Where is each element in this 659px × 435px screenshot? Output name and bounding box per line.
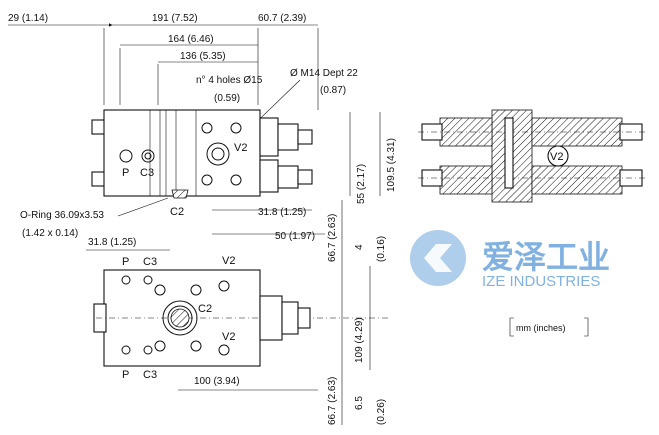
dim-holes: n° 4 holes Ø15	[196, 75, 263, 86]
dim-109: 109 (4.29)	[354, 317, 365, 363]
dim-66-7-b: 66.7 (2.63)	[327, 377, 338, 425]
section-port-v2: V2	[550, 151, 563, 163]
dim-136: 136 (5.35)	[180, 51, 226, 62]
dim-4: 4	[354, 244, 365, 250]
units-note-text: mm (inches)	[516, 323, 566, 333]
bottom-port-v2-mid: V2	[222, 331, 235, 343]
top-port-p: P	[122, 167, 129, 179]
dim-m14-in: (0.87)	[320, 85, 346, 96]
bottom-port-c3-top: C3	[143, 256, 157, 268]
brand-name-cn: 爱泽工业	[482, 239, 610, 275]
dim-oring: O-Ring 36.09x3.53	[20, 210, 104, 221]
bottom-port-c2: C2	[198, 303, 212, 315]
section-view: V2	[418, 109, 648, 203]
dim-4-in: (0.16)	[376, 236, 387, 262]
top-port-c2: C2	[170, 206, 184, 218]
top-view: 29 (1.14) 191 (7.52) 60.7 (2.39) 164 (6.…	[8, 13, 397, 242]
dim-50: 50 (1.97)	[275, 231, 315, 242]
dim-60-7: 60.7 (2.39)	[258, 13, 306, 24]
dim-31-8-a: 31.8 (1.25)	[258, 207, 306, 218]
dim-m14: Ø M14 Dept 22	[290, 68, 358, 79]
dim-31-8-b: 31.8 (1.25)	[88, 237, 136, 248]
top-port-c3: C3	[140, 167, 154, 179]
dim-191: 191 (7.52)	[152, 13, 198, 24]
units-note: mm (inches)	[509, 317, 589, 337]
dim-holes-in: (0.59)	[214, 93, 240, 104]
top-port-v2: V2	[234, 142, 247, 154]
dim-164: 164 (6.46)	[168, 34, 214, 45]
dim-29: 29 (1.14)	[8, 13, 48, 24]
dim-66-7-a: 66.7 (2.63)	[327, 214, 338, 262]
dim-100: 100 (3.94)	[194, 376, 240, 387]
dim-oring-in: (1.42 x 0.14)	[22, 228, 78, 239]
bottom-port-p-bot: P	[122, 369, 129, 381]
dim-109-5: 109.5 (4.31)	[386, 138, 397, 192]
bottom-port-p-top: P	[122, 256, 129, 268]
bottom-port-v2-top: V2	[222, 255, 235, 267]
dim-6-5-in: (0.26)	[376, 399, 387, 425]
brand-name-en: IZE INDUSTRIES	[482, 273, 600, 290]
dim-55: 55 (2.17)	[356, 164, 367, 204]
brand-logo	[410, 230, 466, 286]
bottom-port-c3-bot: C3	[143, 369, 157, 381]
dim-6-5: 6.5	[354, 396, 365, 410]
bottom-view: 31.8 (1.25) P C3 V2 C2 V2 P C3 100 (3.	[86, 200, 390, 425]
